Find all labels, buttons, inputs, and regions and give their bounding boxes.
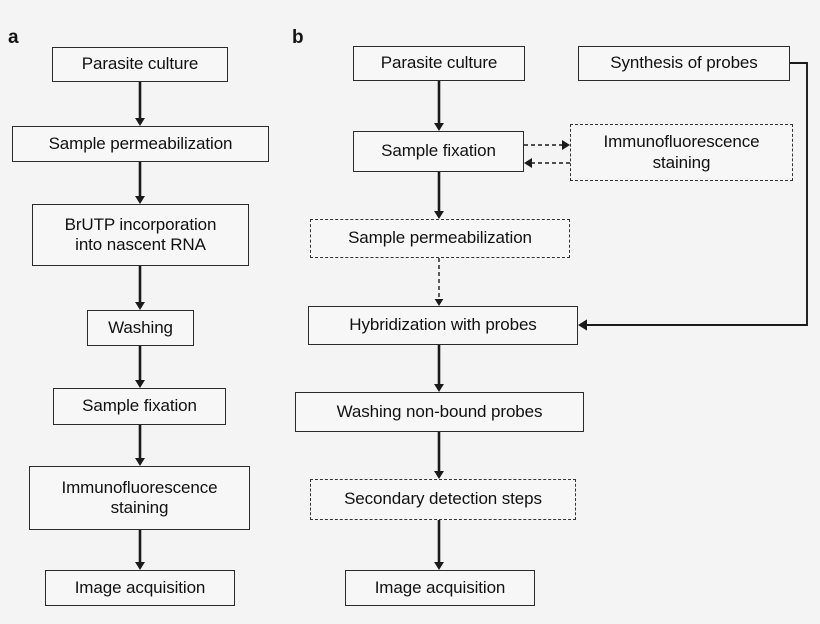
node-label: Sample fixation (381, 141, 496, 161)
arrowhead (135, 380, 145, 388)
connector-b-arrow-hybridization-to-washing (434, 345, 444, 392)
connector-a-arrow-brutp-to-washing (135, 266, 145, 310)
node-label: Synthesis of probes (610, 53, 758, 73)
node-label: Hybridization with probes (349, 315, 537, 335)
connector-b-arrow-probes-to-hybridization (578, 62, 808, 331)
node-b-parasite-culture: Parasite culture (353, 46, 525, 81)
connector-b-arrow-secondary-to-image (434, 520, 444, 570)
node-b-secondary-detection-steps: Secondary detection steps (310, 479, 576, 520)
node-label: Sample fixation (82, 396, 197, 416)
panel-label-b: b (292, 27, 304, 48)
node-b-image-acquisition: Image acquisition (345, 570, 535, 606)
arrowhead (434, 211, 444, 219)
arrowhead (434, 123, 444, 131)
connector-b-arrow-fixation-to-immunofluorescence (524, 140, 570, 150)
arrowhead (135, 458, 145, 466)
arrowhead (578, 319, 587, 331)
connector-b-arrow-immunofluorescence-to-fixation (524, 158, 570, 168)
connector-b-arrow-culture-to-fixation (434, 81, 444, 131)
connector-a-arrow-washing-to-fixation (135, 346, 145, 388)
node-label: Parasite culture (380, 53, 498, 73)
node-label: Sample permeabilization (48, 133, 233, 153)
node-label: Parasite culture (81, 54, 199, 74)
node-label: Secondary detection steps (344, 489, 542, 509)
connector-a-arrow-culture-to-permeabilization (135, 82, 145, 126)
arrowhead (434, 562, 444, 570)
connector-b-arrow-permeabilization-to-hybridization (434, 258, 444, 306)
node-label: Image acquisition (374, 577, 506, 597)
connector-a-arrow-immunofluorescence-to-image (135, 530, 145, 570)
arrowhead (434, 471, 444, 479)
connector-a-arrow-fixation-to-immunofluorescence (135, 425, 145, 466)
panel-label-a: a (8, 27, 19, 48)
arrowhead (524, 158, 532, 168)
node-a-sample-permeabilization: Sample permeabilization (12, 126, 269, 162)
arrowhead (135, 118, 145, 126)
connector-line (587, 62, 808, 326)
node-a-image-acquisition: Image acquisition (45, 570, 235, 606)
node-a-washing: Washing (87, 310, 194, 346)
arrowhead (562, 140, 570, 150)
arrowhead (135, 196, 145, 204)
node-label: Sample permeabilization (348, 228, 532, 248)
node-b-washing-non-bound-probes: Washing non-bound probes (295, 392, 584, 432)
arrowhead (434, 384, 444, 392)
arrowhead (434, 299, 444, 306)
node-a-parasite-culture: Parasite culture (52, 47, 228, 82)
node-label: Image acquisition (74, 577, 206, 597)
node-label: Washing (108, 317, 173, 337)
arrowhead (135, 302, 145, 310)
node-b-hybridization-with-probes: Hybridization with probes (308, 306, 578, 345)
connector-b-arrow-fixation-to-permeabilization (434, 172, 444, 219)
arrowhead (135, 562, 145, 570)
connector-a-arrow-permeabilization-to-brutp (135, 162, 145, 204)
node-b-sample-fixation: Sample fixation (353, 131, 524, 172)
connector-b-arrow-washing-to-secondary (434, 432, 444, 479)
node-label: Washing non-bound probes (336, 401, 543, 421)
node-a-sample-fixation: Sample fixation (53, 388, 226, 425)
node-b-synthesis-of-probes: Synthesis of probes (578, 46, 790, 81)
node-b-sample-permeabilization: Sample permeabilization (310, 219, 570, 258)
